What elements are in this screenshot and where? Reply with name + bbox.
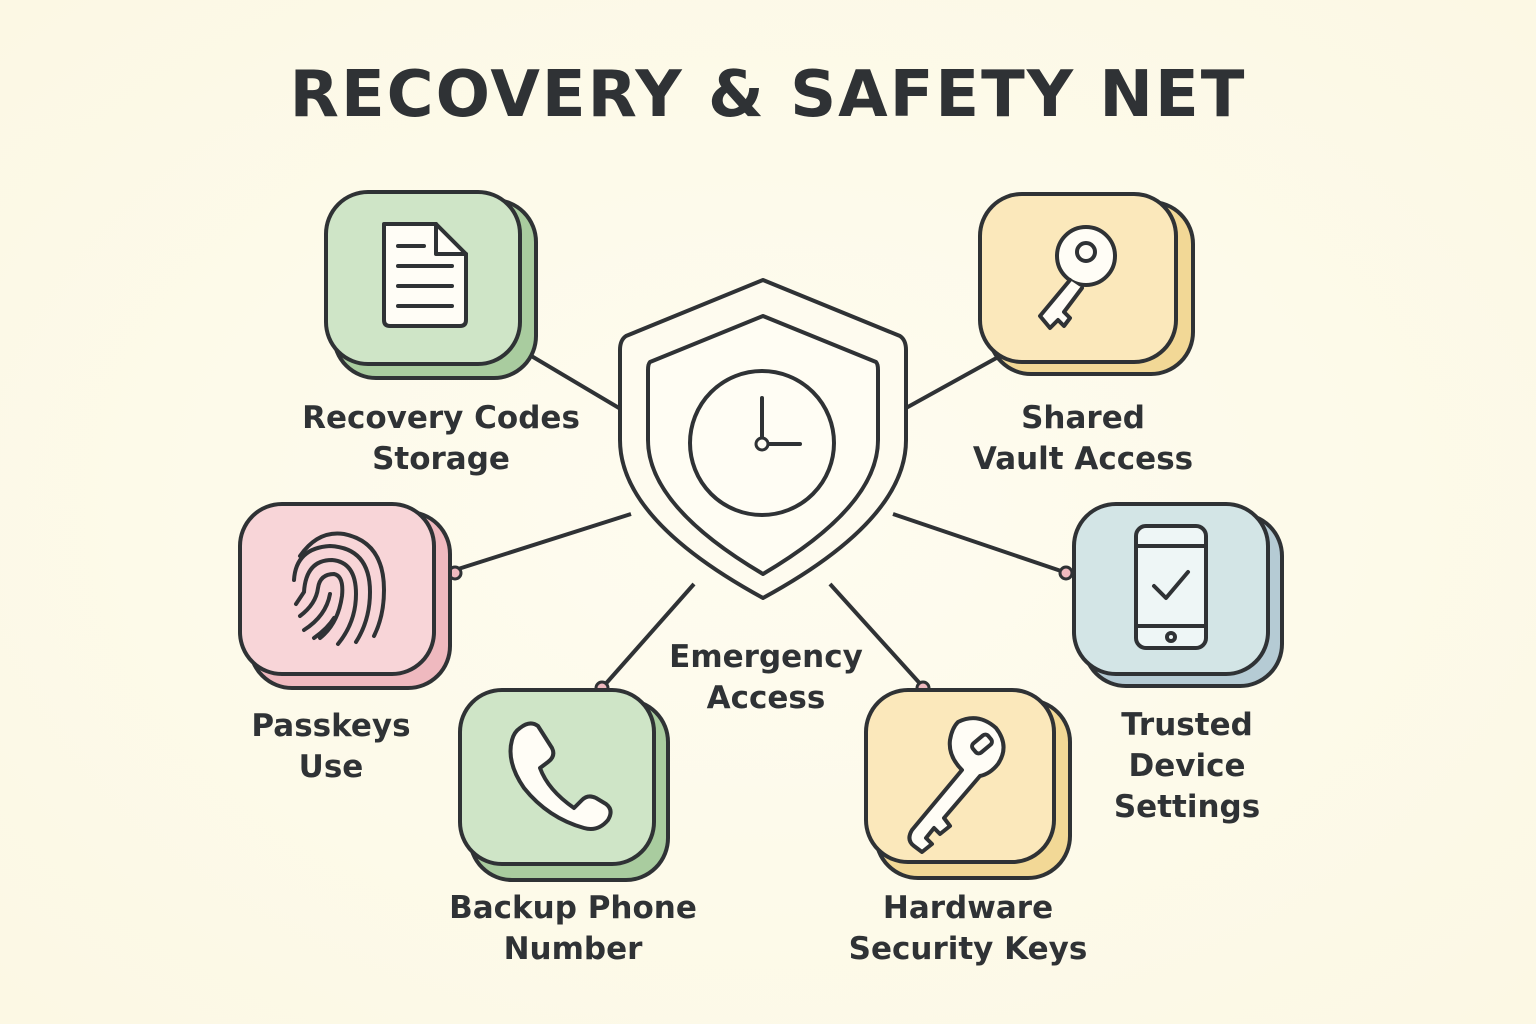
label-line: Number xyxy=(503,931,643,967)
label-line: Storage xyxy=(372,441,510,477)
label-recovery-codes: Recovery Codes Storage xyxy=(302,398,580,480)
node-shared-vault xyxy=(978,192,1195,376)
label-line: Settings xyxy=(1113,789,1261,825)
connector-hardware-keys xyxy=(828,582,926,690)
shield-clock-icon xyxy=(618,278,908,600)
node-hardware-keys xyxy=(864,688,1072,880)
connector-shared-vault xyxy=(905,354,1001,410)
label-emergency-access: Emergency Access xyxy=(669,637,863,719)
label-backup-phone: Backup Phone Number xyxy=(449,888,697,970)
label-shared-vault: Shared Vault Access xyxy=(973,398,1193,480)
connector-backup-phone xyxy=(600,582,696,690)
node-trusted-device xyxy=(1072,502,1284,688)
connector-trusted-device xyxy=(892,512,1065,574)
node-backup-phone xyxy=(458,688,670,882)
key-icon xyxy=(1038,225,1117,330)
label-line: Passkeys xyxy=(251,708,411,744)
label-line: Use xyxy=(298,749,364,785)
phone-check-icon xyxy=(1134,524,1208,650)
label-line: Vault Access xyxy=(972,441,1194,477)
label-line: Recovery Codes xyxy=(302,400,580,436)
fingerprint-icon xyxy=(292,531,387,646)
label-line: Emergency xyxy=(669,639,863,675)
node-recovery-codes xyxy=(324,190,538,380)
phone-handset-icon xyxy=(508,721,613,831)
connector-dot-trusted-device xyxy=(1058,565,1074,581)
label-line: Shared xyxy=(1021,400,1145,436)
label-line: Backup Phone xyxy=(449,890,697,926)
label-line: Access xyxy=(706,680,826,716)
label-passkeys: Passkeys Use xyxy=(251,706,410,788)
document-icon xyxy=(382,222,468,328)
label-line: Hardware xyxy=(882,890,1054,926)
label-hardware-keys: Hardware Security Keys xyxy=(849,888,1088,970)
label-trusted-device: Trusted Device Settings xyxy=(1114,705,1260,828)
connector-lines xyxy=(447,352,1074,696)
label-line: Security Keys xyxy=(848,931,1088,967)
node-passkeys xyxy=(238,502,452,690)
diagram-title: RECOVERY & SAFETY NET xyxy=(289,58,1247,132)
security-key-icon xyxy=(907,716,1006,854)
label-line: Device xyxy=(1128,748,1246,784)
connector-recovery-codes xyxy=(526,352,621,410)
connector-passkeys xyxy=(454,512,632,572)
label-line: Trusted xyxy=(1121,707,1253,743)
